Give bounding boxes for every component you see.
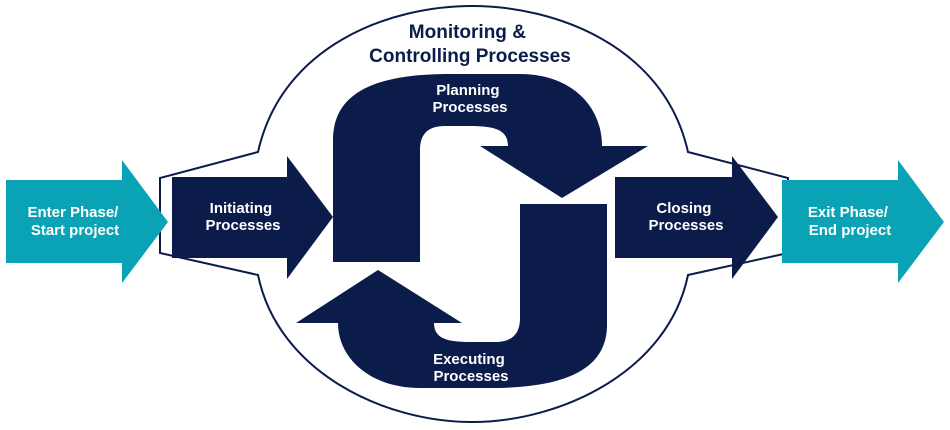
initiating-arrow — [172, 156, 333, 279]
exit-phase-label: Exit Phase/ End project — [808, 204, 892, 239]
closing-arrow — [615, 156, 778, 279]
monitoring-controlling-label: Monitoring & Controlling Processes — [369, 22, 571, 67]
initiating-label: Initiating Processes — [205, 200, 280, 234]
closing-label: Closing Processes — [648, 200, 723, 234]
enter-phase-label: Enter Phase/ Start project — [27, 204, 122, 239]
exit-phase-arrow — [782, 160, 944, 283]
planning-label: Planning Processes — [432, 82, 507, 116]
executing-arrow — [296, 204, 607, 388]
enter-phase-arrow — [6, 160, 168, 283]
executing-label: Executing Processes — [433, 351, 509, 385]
planning-arrow — [333, 74, 648, 262]
